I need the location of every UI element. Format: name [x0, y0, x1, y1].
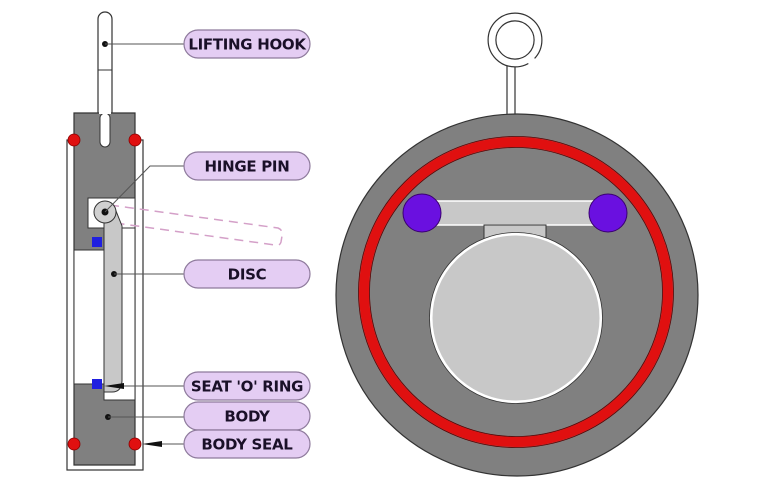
- label-disc: DISC: [183, 259, 311, 289]
- label-body-seal: BODY SEAL: [183, 429, 311, 459]
- label-seat-o-ring: SEAT 'O' RING: [183, 371, 311, 401]
- label-hinge-pin-text: HINGE PIN: [205, 158, 290, 176]
- body-seal-top-left: [67, 133, 81, 147]
- front-lifting-hook: [487, 12, 543, 117]
- front-view: [335, 12, 699, 477]
- body-seal-top-right: [128, 133, 142, 147]
- label-lifting-hook: LIFTING HOOK: [183, 29, 311, 59]
- seat-o-ring-upper: [92, 237, 102, 247]
- front-hinge-pin-right: [588, 193, 628, 233]
- side-section-view: [66, 11, 283, 471]
- label-body-seal-text: BODY SEAL: [201, 436, 293, 454]
- front-hinge-bar: [421, 200, 609, 226]
- seat-o-ring-lower: [92, 379, 102, 389]
- front-hinge-pin-left: [402, 193, 442, 233]
- body-seal-bottom-left: [67, 437, 81, 451]
- label-lifting-hook-text: LIFTING HOOK: [188, 36, 307, 54]
- disc-section: [93, 200, 123, 393]
- front-body-seal-ring: [359, 137, 673, 447]
- open-disc-dashed: [107, 204, 283, 246]
- label-body: BODY: [183, 401, 311, 431]
- label-hinge-pin: HINGE PIN: [183, 151, 311, 181]
- leader-lines: [102, 41, 184, 447]
- body-seal-bottom-right: [128, 437, 142, 451]
- label-disc-text: DISC: [228, 266, 267, 284]
- front-disc: [429, 232, 603, 404]
- label-body-text: BODY: [224, 408, 271, 426]
- label-seat-o-ring-text: SEAT 'O' RING: [191, 378, 303, 396]
